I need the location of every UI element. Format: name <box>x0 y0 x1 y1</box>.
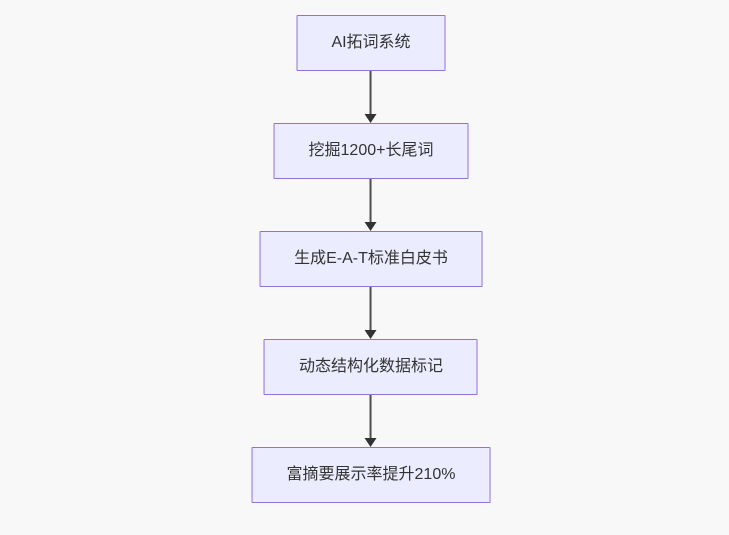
flow-node-longtail-mining: 挖掘1200+长尾词 <box>273 123 469 179</box>
arrow-head <box>365 438 377 447</box>
arrow-down-icon <box>365 71 377 123</box>
arrow-head <box>365 222 377 231</box>
arrow-head <box>365 114 377 123</box>
flow-node-eat-whitepaper: 生成E-A-T标准白皮书 <box>259 231 483 287</box>
arrow-down-icon <box>365 395 377 447</box>
arrow-shaft <box>370 395 372 439</box>
arrow-shaft <box>370 71 372 115</box>
flow-node-structured-data: 动态结构化数据标记 <box>263 339 478 395</box>
flowchart-column: AI拓词系统 挖掘1200+长尾词 生成E-A-T标准白皮书 动态结构化数据标记 <box>251 15 491 503</box>
node-label: 动态结构化数据标记 <box>298 358 443 376</box>
flow-node-rich-snippet-result: 富摘要展示率提升210% <box>251 447 491 503</box>
node-label: 挖掘1200+长尾词 <box>308 142 434 160</box>
arrow-down-icon <box>365 179 377 231</box>
arrow-down-icon <box>365 287 377 339</box>
flow-node-ai-word-system: AI拓词系统 <box>296 15 446 71</box>
arrow-shaft <box>370 287 372 331</box>
arrow-shaft <box>370 179 372 223</box>
node-label: 富摘要展示率提升210% <box>286 466 456 484</box>
node-label: AI拓词系统 <box>331 34 411 52</box>
arrow-head <box>365 330 377 339</box>
node-label: 生成E-A-T标准白皮书 <box>294 250 448 268</box>
